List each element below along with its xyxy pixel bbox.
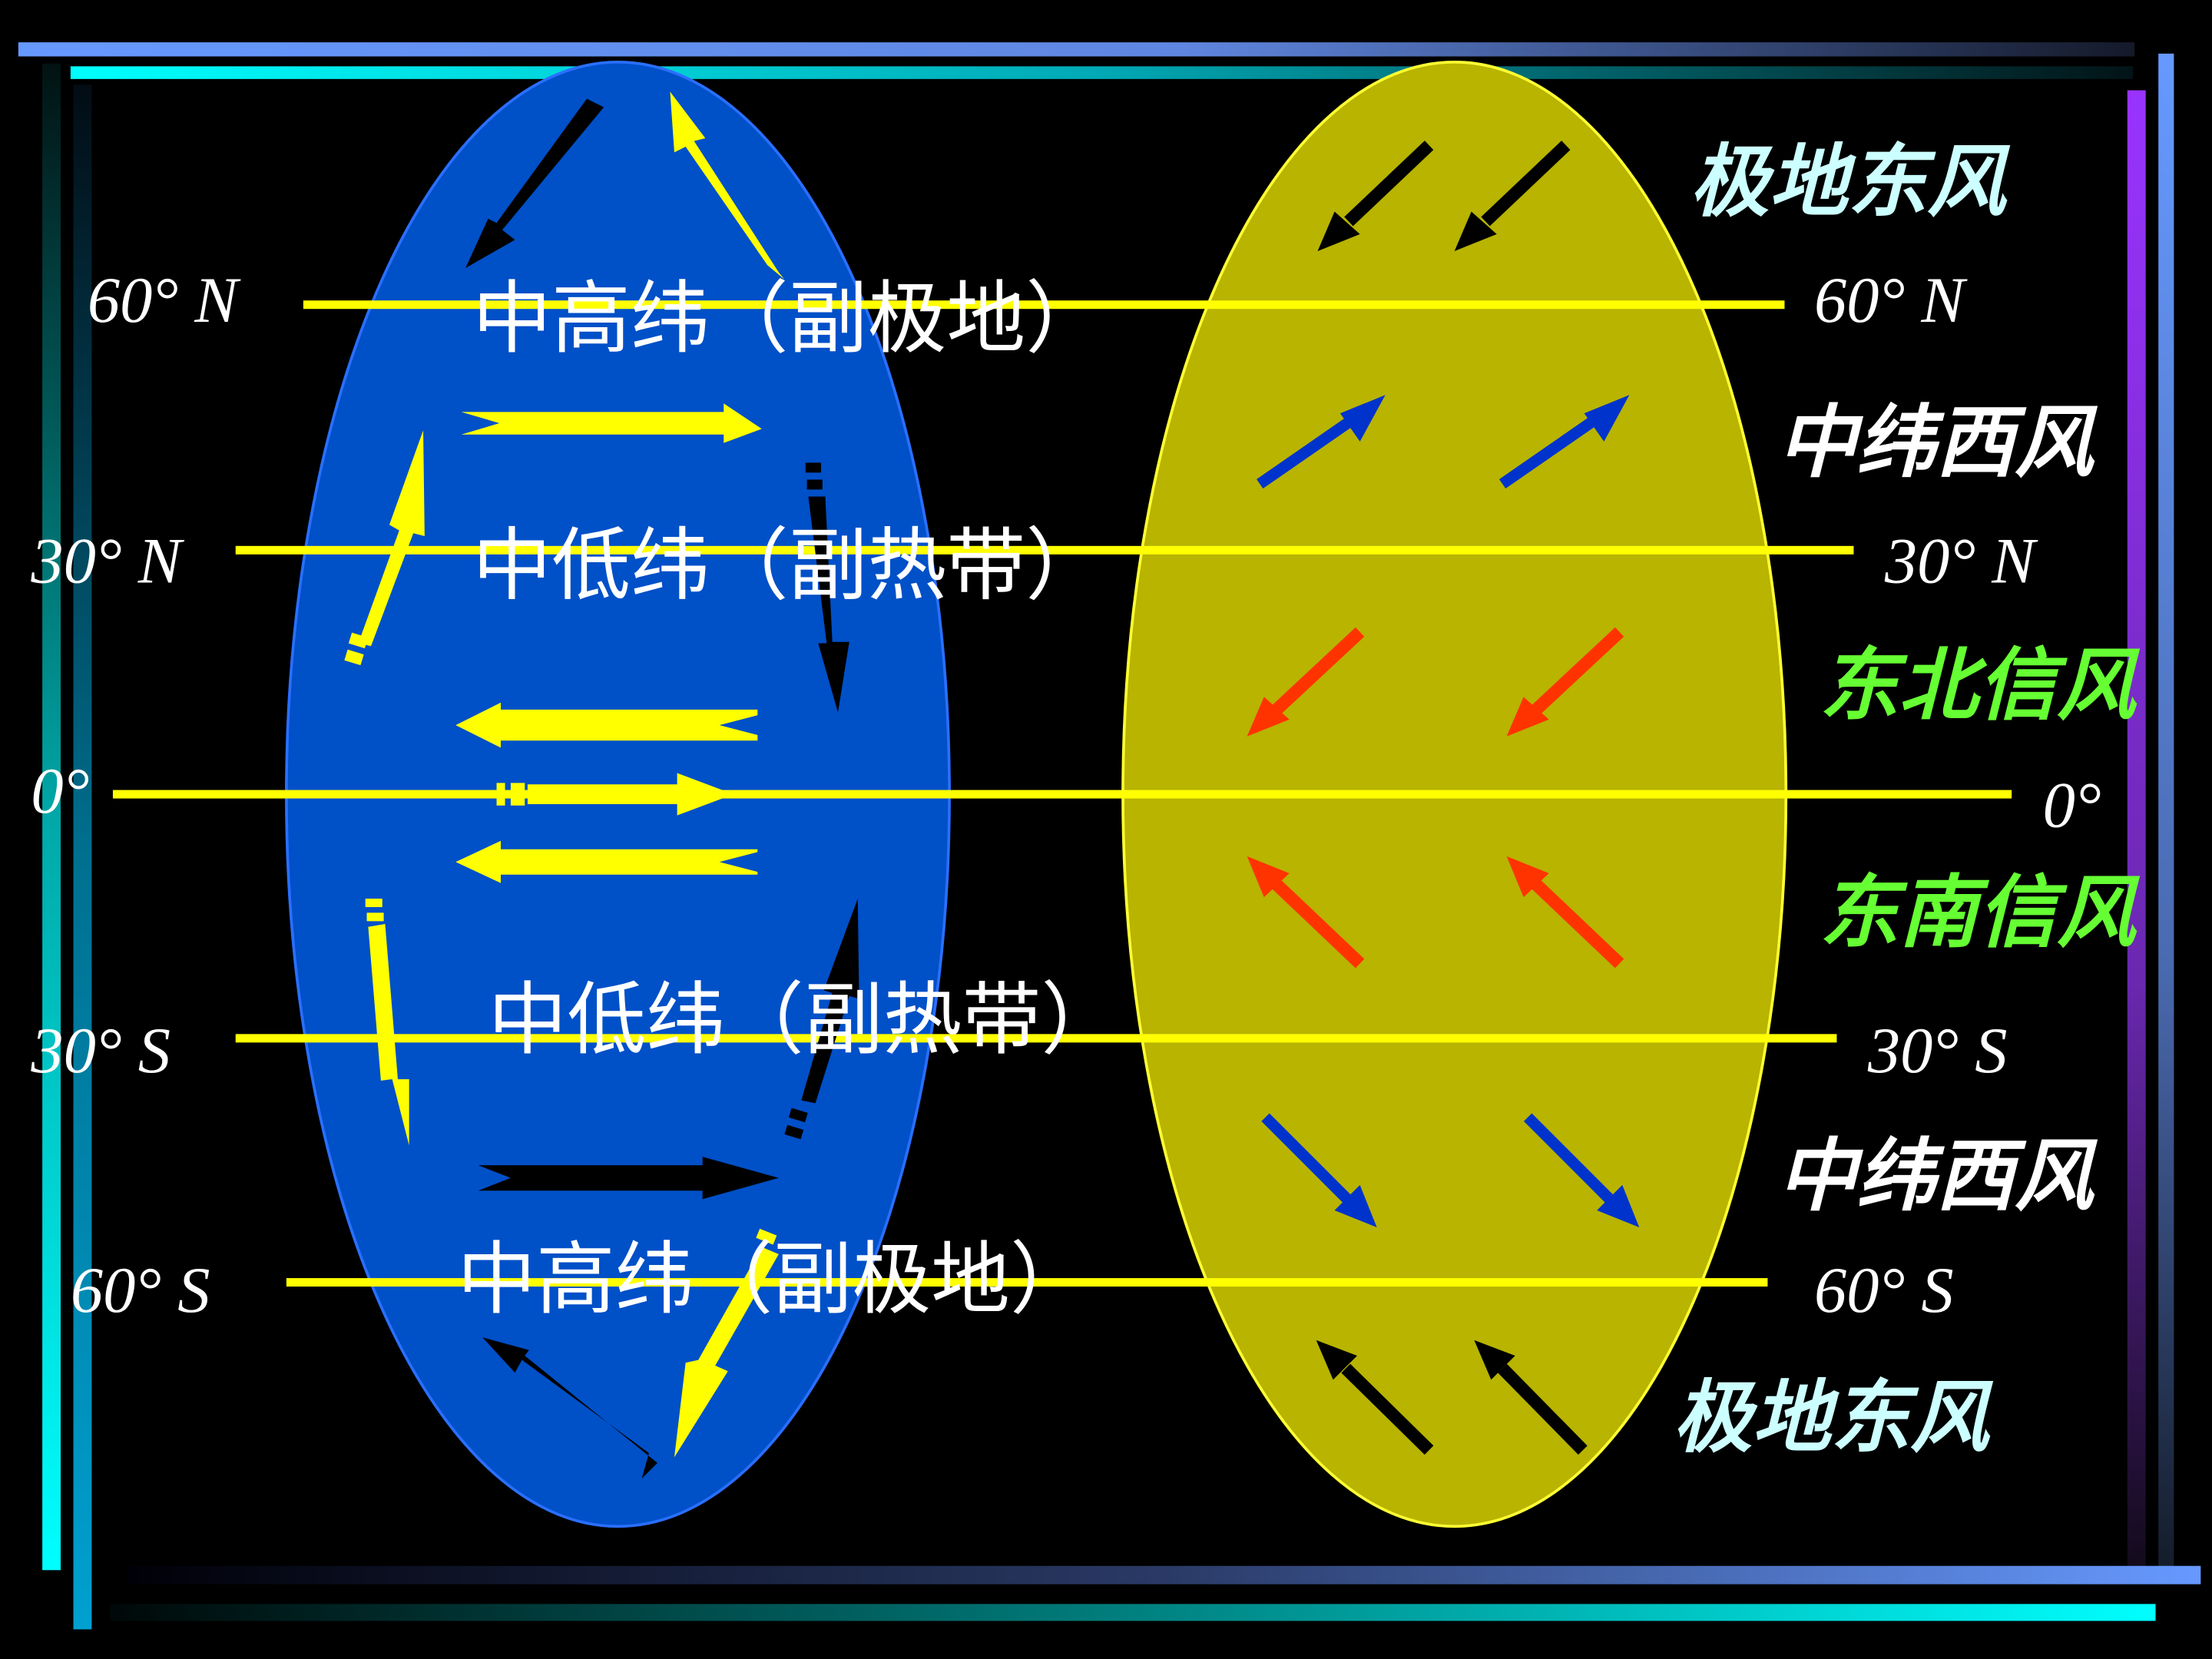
lat-label-left-60n: 60° N [88,265,241,336]
arrow-polar-easterly-s-2 [1474,1339,1588,1455]
lat-label-left-30s: 30° S [30,1015,171,1087]
cell-label-north-subpolar: 中高纬（副极地） [472,273,1104,365]
lat-line-30s [235,1034,1837,1043]
right-border-blue [2158,53,2174,1572]
arrow-black-s-dash-2 [784,1124,804,1140]
wind-label-north-polar-easterlies: 极地东风 [1690,135,2011,228]
lat-line-equator [112,790,2012,799]
arrow-se-trade-2 [1506,856,1624,969]
left-border-teal [73,84,92,1630]
arrow-black-hadley-north-down [808,496,849,713]
arrow-black-polar-south-up [482,1337,657,1479]
cell-label-north-subtropical: 中低纬（副热带） [472,520,1104,611]
bottom-border-blue [127,1565,2201,1584]
arrow-se-trade-1 [1247,856,1365,969]
arrow-yellow-s-dash-1 [365,899,382,908]
right-latitude-labels: 60° N 30° N 0° 30° S 60° S [1814,265,2101,1326]
lat-label-right-60s: 60° S [1814,1255,1954,1326]
lat-label-right-30n: 30° N [1884,526,2038,598]
arrow-black-dash-2 [806,479,823,490]
lat-label-left-30n: 30° N [30,526,184,598]
arrow-ne-trade-2 [1506,627,1624,737]
arrow-polar-easterly-n-2 [1454,141,1571,251]
arrow-yellow-s-dash-2 [366,912,384,922]
arrow-yellow-ferrel-north-right [461,403,762,443]
top-border-cyan [70,66,2134,79]
arrow-yellow-equator-right [527,773,734,816]
wind-label-north-westerlies: 中纬西风 [1777,396,2098,489]
arrow-yellow-ferrel-north-up [358,430,425,647]
latitude-lines [112,300,2012,1287]
arrow-yellow-hadley-south-left [455,840,758,883]
arrow-polar-easterly-n-1 [1317,141,1434,251]
lat-line-30n [235,545,1854,555]
lat-label-right-60n: 60° N [1814,265,1968,336]
top-border-blue [18,42,2134,57]
arrow-westerly-n-1 [1257,395,1386,489]
arrow-ne-trade-1 [1247,627,1365,737]
right-border-purple [2127,90,2146,1572]
arrow-yellow-eq-dash-2 [510,783,525,806]
arrow-westerly-s-1 [1261,1113,1377,1227]
arrow-black-dash-1 [805,462,821,473]
wind-label-ne-trades: 东北信风 [1820,639,2141,732]
arrow-yellow-dash-2 [344,649,364,666]
arrow-yellow-eq-dash-1 [496,783,505,806]
cell-label-south-subtropical: 中低纬（副热带） [488,975,1121,1066]
surface-wind-arrows [1247,141,1640,1455]
lat-label-left-60s: 60° S [71,1255,210,1326]
arrow-westerly-s-2 [1523,1113,1640,1227]
arrow-black-ferrel-south-up [801,899,859,1104]
lat-label-right-eq: 0° [2043,770,2101,841]
arrow-yellow-polar-north-up [670,91,785,280]
arrow-black-polar-north-down [465,98,604,268]
left-latitude-labels: 60° N 30° N 0° 30° S 60° S [30,265,241,1326]
arrow-yellow-dash-1 [348,632,369,649]
arrow-yellow-hadley-north-left [455,702,758,748]
lat-line-60n [303,300,1785,310]
arrow-westerly-n-2 [1498,395,1630,489]
arrow-yellow-ps-dash-1 [756,1228,777,1245]
arrow-polar-easterly-s-1 [1316,1339,1434,1455]
arrow-yellow-hadley-south-down [368,924,409,1146]
lat-label-left-eq: 0° [31,756,89,827]
arrow-black-s-dash-1 [788,1108,808,1123]
wind-belt-labels: 极地东风 中纬西风 东北信风 东南信风 中纬西风 极地东风 [1673,135,2141,1464]
arrow-black-ferrel-south-right [478,1157,779,1200]
wind-label-se-trades: 东南信风 [1820,866,2141,959]
pressure-cell-labels: 中高纬（副极地） 中低纬（副热带） 中低纬（副热带） 中高纬（副极地） [457,273,1120,1326]
left-border-cyan [42,63,61,1571]
circulation-arrows [344,91,859,1479]
bottom-border-cyan [110,1604,2156,1621]
arrow-yellow-polar-south-down [674,1247,779,1458]
lat-label-right-30s: 30° S [1867,1015,2008,1087]
lat-line-60s [286,1278,1768,1287]
wind-label-south-polar-easterlies: 极地东风 [1673,1371,1994,1464]
wind-label-south-westerlies: 中纬西风 [1777,1130,2098,1223]
cell-label-south-subpolar: 中高纬（副极地） [457,1234,1089,1326]
